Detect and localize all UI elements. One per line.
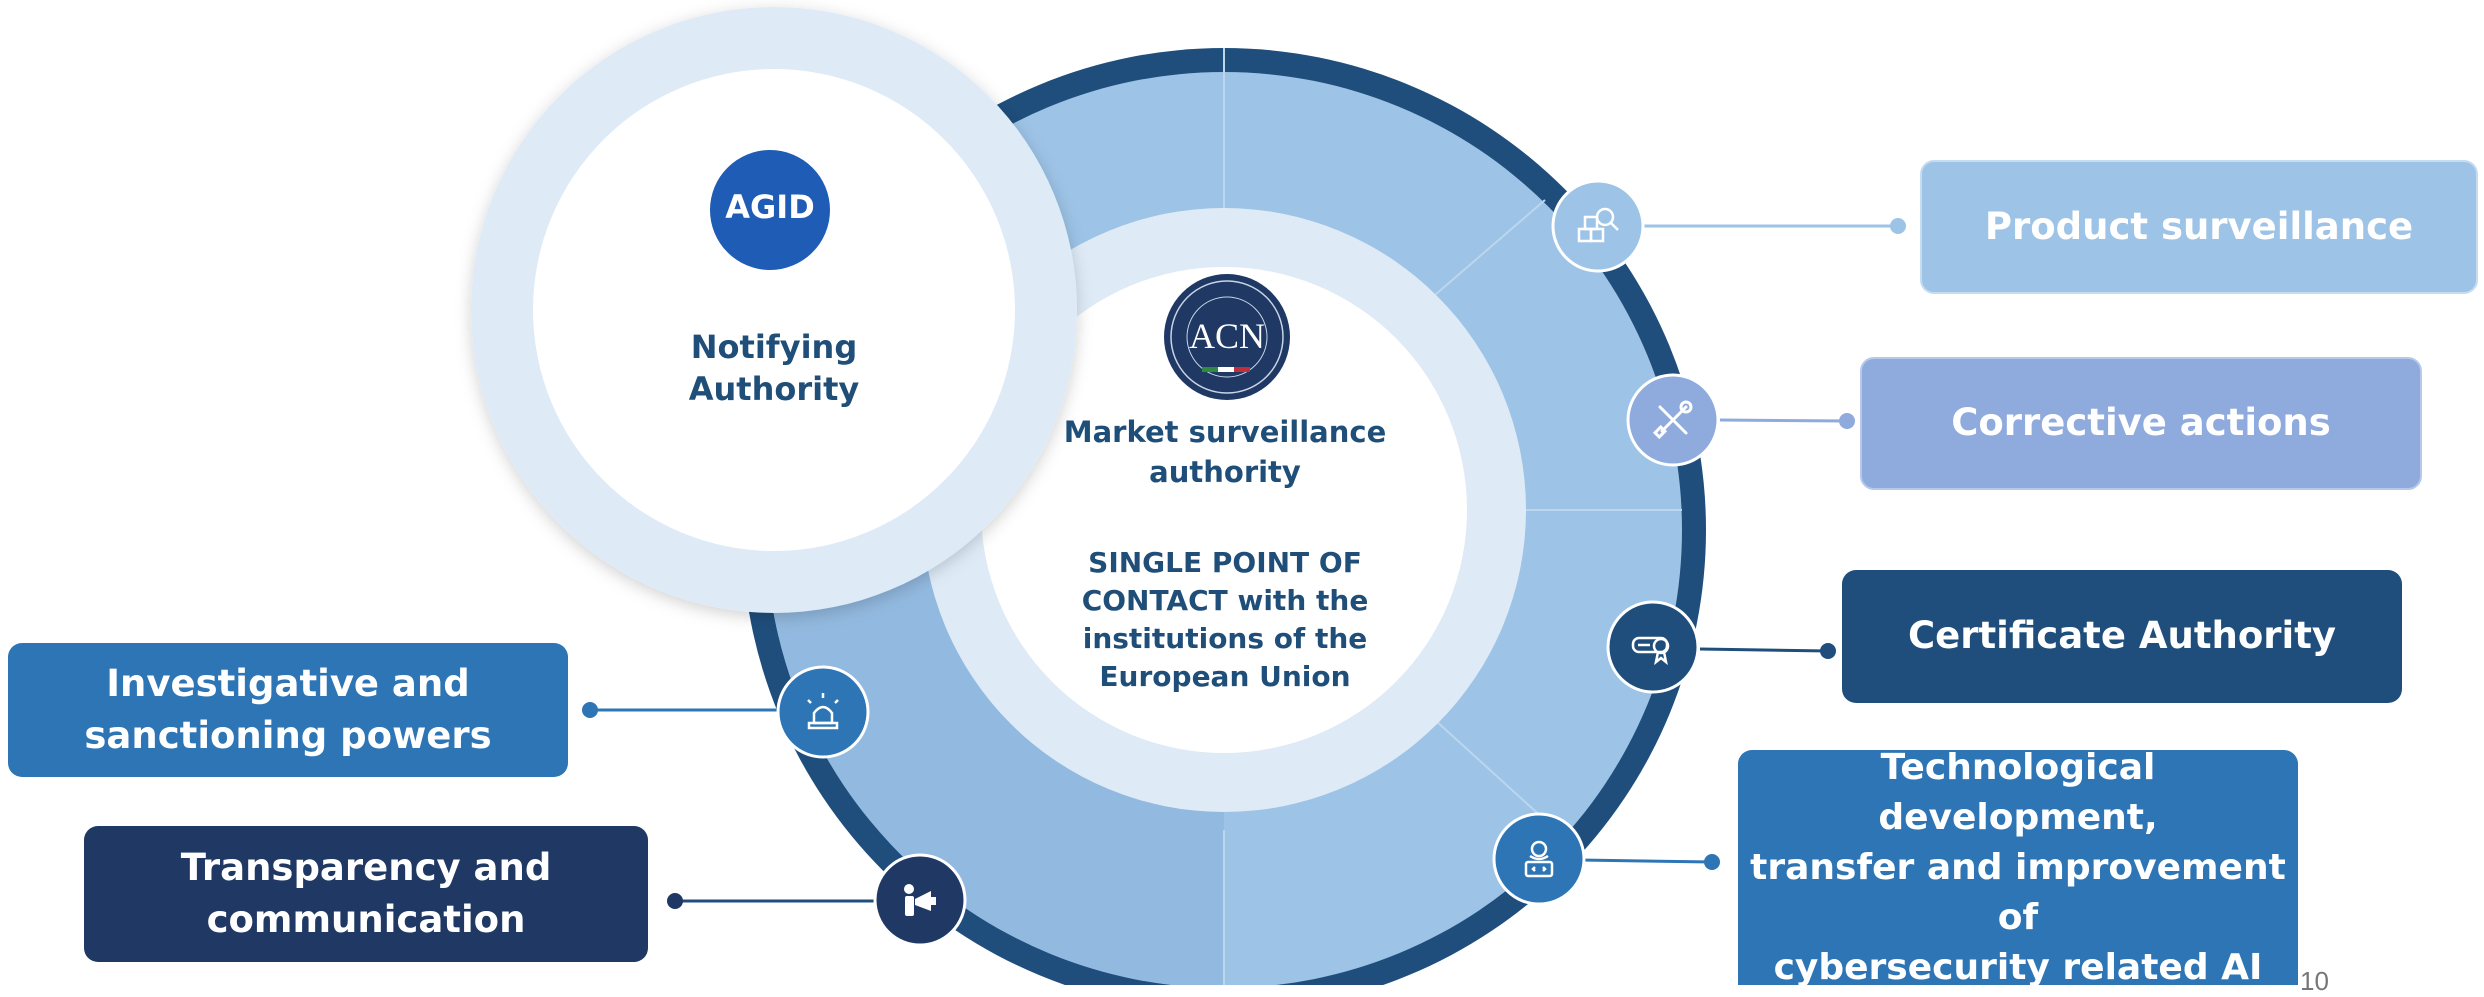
- contact-line4: European Union: [1099, 660, 1351, 693]
- certificate-authority-box: Certificate Authority: [1842, 570, 2402, 703]
- notifying-line2: Authority: [688, 370, 860, 408]
- certificate-ribbon-icon: [1631, 636, 1670, 666]
- contact-line3: institutions of the: [1082, 622, 1368, 655]
- page-number: 10: [2300, 966, 2329, 996]
- boxes-magnifier-icon: [1577, 207, 1619, 243]
- wrench-screwdriver-icon: [1652, 400, 1693, 440]
- market-line2: authority: [1149, 455, 1301, 489]
- certificate-authority-label: Certificate Authority: [1907, 614, 2336, 658]
- market-surveillance-title: Market surveillance authority: [1060, 412, 1390, 492]
- transparency-box: Transparency and communication: [84, 826, 648, 962]
- agid-label: AGID: [725, 188, 815, 226]
- single-point-of-contact: SINGLE POINT OF CONTACT with the institu…: [1060, 544, 1390, 696]
- transparency-line1: Transparency and: [180, 846, 552, 889]
- tech-line1: Technological development,: [1878, 746, 2158, 838]
- tech-development-box: Technological development, transfer and …: [1738, 747, 2298, 988]
- investigative-line1: Investigative and: [106, 662, 470, 705]
- connectors: [590, 224, 1898, 903]
- notifying-authority-label: Notifying Authority: [624, 326, 924, 410]
- acn-logo-text: ACN: [1188, 316, 1265, 356]
- notifying-line1: Notifying: [690, 328, 858, 366]
- contact-line2: CONTACT with the: [1081, 584, 1369, 617]
- contact-line1: SINGLE POINT OF: [1088, 546, 1362, 579]
- inner-white-disc: [981, 267, 1467, 753]
- developer-laptop-icon: [1524, 840, 1554, 878]
- product-surveillance-box: Product surveillance: [1920, 160, 2478, 294]
- notifying-inner-disc: [533, 69, 1015, 551]
- alarm-siren-icon: [807, 693, 839, 730]
- acn-logo: [1164, 274, 1290, 400]
- corrective-actions-label: Corrective actions: [1951, 401, 2331, 445]
- megaphone-person-icon: [904, 884, 936, 916]
- connector-dots: [582, 218, 1906, 909]
- corrective-actions-box: Corrective actions: [1860, 357, 2422, 490]
- investigative-line2: sanctioning powers: [84, 714, 492, 757]
- tech-line3: cybersecurity related AI: [1773, 946, 2263, 988]
- tech-line2: transfer and improvement of: [1750, 846, 2286, 938]
- investigative-box: Investigative and sanctioning powers: [8, 643, 568, 777]
- agid-badge: [710, 150, 830, 270]
- segment-dividers: [1223, 48, 1682, 985]
- market-line1: Market surveillance: [1063, 415, 1387, 449]
- transparency-line2: communication: [206, 898, 526, 941]
- product-surveillance-label: Product surveillance: [1984, 204, 2414, 248]
